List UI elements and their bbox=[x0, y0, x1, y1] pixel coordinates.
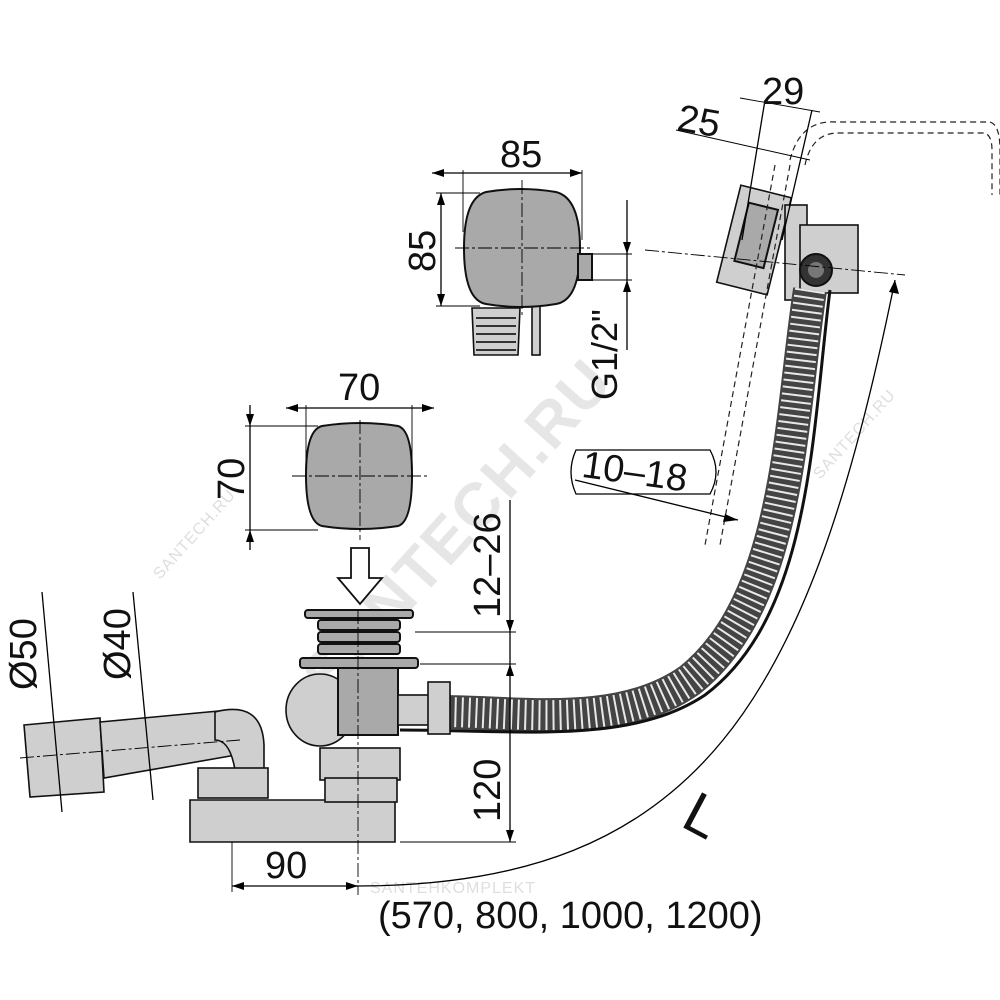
dim-12-26: 12–26 bbox=[467, 512, 509, 618]
dim-diameter-40: Ø40 bbox=[97, 608, 139, 680]
dim-70-height: 70 bbox=[211, 458, 253, 500]
dim-85-width: 85 bbox=[500, 134, 542, 176]
center-lines bbox=[19, 180, 906, 895]
dim-90: 90 bbox=[265, 845, 307, 887]
dim-10-18: 10–18 bbox=[580, 444, 690, 500]
dim-29: 29 bbox=[762, 71, 804, 113]
dim-120: 120 bbox=[467, 759, 509, 822]
dim-85-height: 85 bbox=[402, 230, 444, 272]
overflow-elbow bbox=[704, 121, 1000, 546]
dim-length-symbol: L bbox=[673, 779, 732, 852]
overflow-cover bbox=[462, 188, 593, 356]
watermark-small-left: SANTECH.RU bbox=[150, 487, 239, 583]
arrowheads bbox=[232, 169, 899, 890]
dim-diameter-50: Ø50 bbox=[3, 618, 45, 690]
drain-cap bbox=[304, 422, 414, 606]
flexible-hose bbox=[399, 287, 832, 734]
dimension-lines bbox=[41, 97, 896, 892]
dim-70-width: 70 bbox=[338, 367, 380, 409]
down-arrow bbox=[336, 547, 384, 606]
dim-thread: G1/2" bbox=[584, 309, 625, 400]
dim-25: 25 bbox=[674, 97, 723, 146]
dimension-labels: 29 25 85 85 G1/2" 70 70 10–18 12–26 Ø50 … bbox=[3, 71, 804, 937]
dim-length-options: (570, 800, 1000, 1200) bbox=[378, 895, 763, 937]
watermark-small-right: SANTECH.RU bbox=[810, 387, 899, 483]
waste-trap bbox=[23, 609, 451, 843]
